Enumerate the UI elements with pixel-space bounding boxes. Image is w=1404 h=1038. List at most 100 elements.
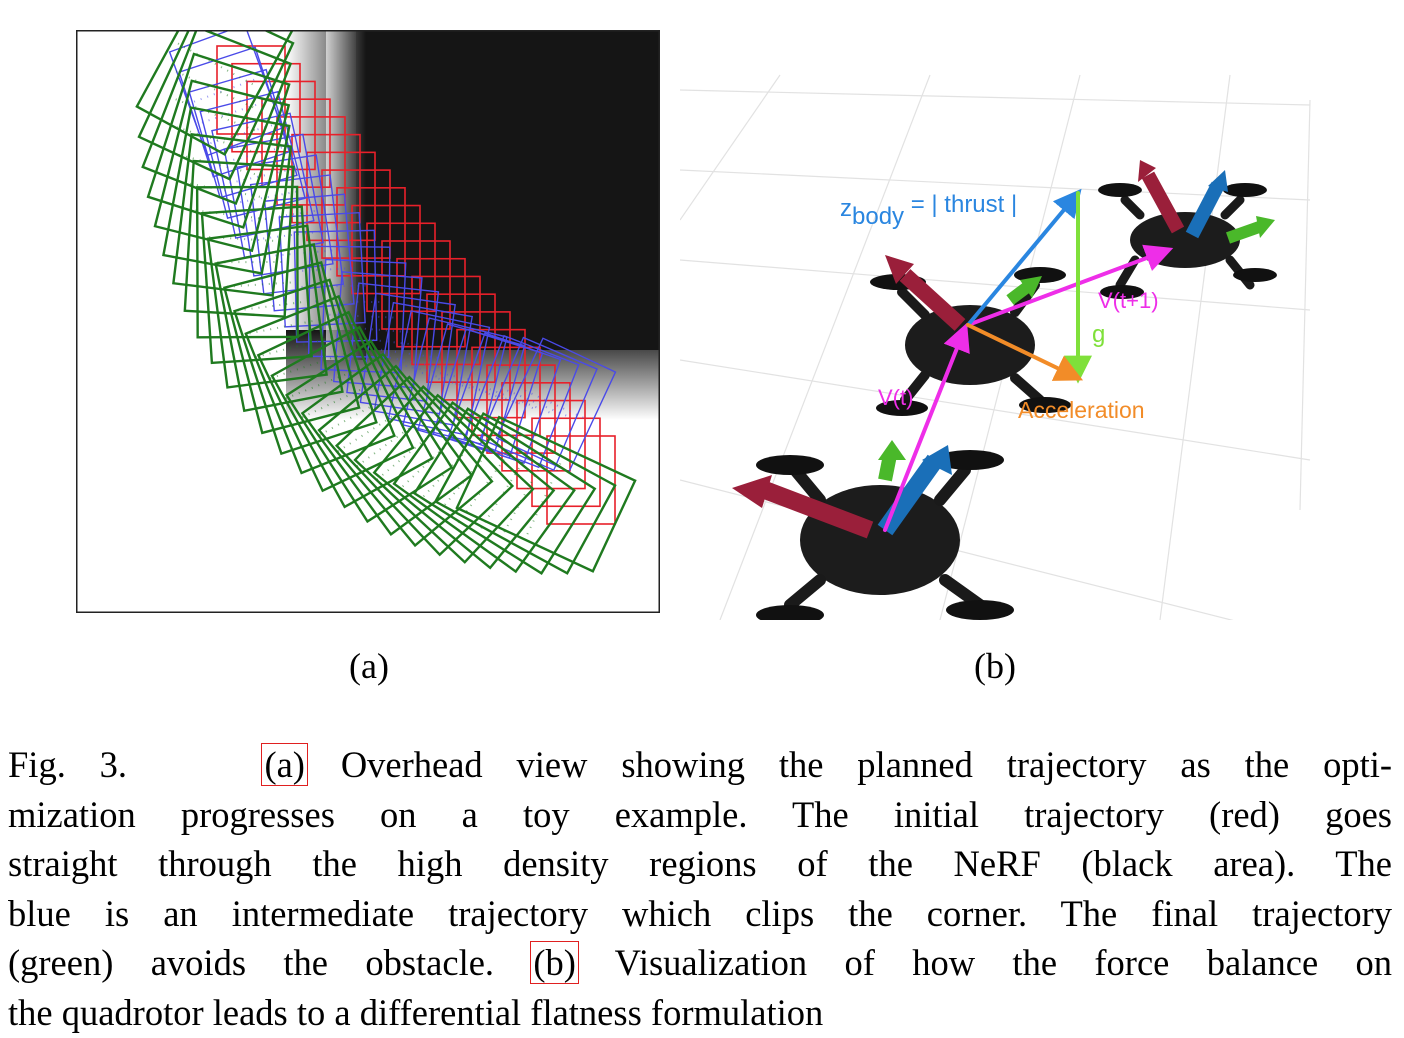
blue-footprint-sample-points	[193, 77, 259, 103]
force-vectors	[883, 188, 1174, 532]
red-footprint	[471, 346, 541, 437]
red-footprint	[231, 62, 301, 153]
green-footprint-sample-points	[295, 381, 376, 422]
caption-line-3: straight through the high density region…	[8, 843, 1392, 884]
green-footprint-sample-points	[175, 70, 257, 110]
trajectory-plot	[76, 30, 660, 613]
obstacle-region	[286, 30, 660, 420]
green-footprint-sample-points	[413, 441, 475, 508]
ref-b-link[interactable]: (b)	[530, 941, 579, 984]
drone-t	[870, 255, 1071, 416]
blue-footprint-sample-points	[201, 100, 267, 124]
blue-footprint	[479, 336, 598, 472]
caption-line-1: Fig. 3. (a) Overhead view showing the pl…	[8, 743, 1393, 786]
blue-footprint	[495, 337, 617, 473]
green-footprint-sample-points	[278, 367, 362, 402]
green-footprint-sample-points	[526, 453, 566, 535]
acceleration-label: Acceleration	[1018, 397, 1145, 423]
green-footprint-sample-points	[435, 446, 493, 517]
blue-footprint-sample-points	[315, 300, 384, 304]
green-footprint-sample-points	[248, 335, 335, 360]
blue-footprint-sample-points	[219, 145, 286, 165]
thrust-arrow	[966, 188, 1082, 327]
caption-line-2: mization progresses on a toy example. Th…	[8, 793, 1392, 835]
green-footprint-sample-points	[331, 406, 407, 456]
blue-footprint	[447, 332, 562, 465]
green-footprint	[334, 375, 515, 557]
green-footprint	[317, 364, 494, 548]
subfigure-label-b: (b)	[974, 646, 1016, 686]
velocity-t-label: V(t)	[878, 385, 913, 410]
green-footprint	[353, 385, 535, 564]
green-footprint-sample-points	[350, 417, 424, 472]
blue-footprint-sample-points	[472, 385, 537, 411]
ref-a-link[interactable]: (a)	[261, 743, 308, 786]
green-footprint	[137, 30, 295, 181]
green-footprint	[392, 400, 576, 574]
green-footprint	[141, 30, 293, 206]
velocity-t-arrow	[883, 322, 970, 532]
green-footprint	[412, 407, 597, 575]
green-footprint-sample-points	[188, 208, 276, 222]
green-footprint	[146, 52, 291, 229]
caption-line-4: blue is an intermediate trajectory which…	[8, 892, 1392, 934]
blue-footprint-sample-points	[251, 209, 319, 222]
blue-footprint-sample-points	[229, 167, 297, 185]
subfigure-label-a: (a)	[349, 646, 389, 686]
figure-caption: Fig. 3. (a) Overhead view showing the pl…	[8, 740, 1392, 1037]
force-balance-diagram: zbody = | thrust | V(t+1) g V(t) Acceler…	[680, 74, 1311, 620]
acceleration-arrow	[966, 323, 1084, 381]
blue-footprint-sample-points	[405, 364, 473, 381]
green-footprint-sample-points	[391, 434, 458, 497]
red-footprint	[351, 204, 421, 295]
green-footprint	[233, 278, 378, 456]
green-footprint-sample-points	[371, 426, 440, 485]
drone-t-minus	[732, 440, 1014, 620]
green-footprint	[455, 415, 637, 573]
drone-t-plus-1	[1098, 160, 1277, 299]
green-footprint	[206, 224, 328, 389]
green-footprint-sample-points	[177, 42, 256, 87]
red-footprint	[546, 435, 616, 525]
blue-footprint-sample-points	[288, 266, 357, 273]
blue-footprint-sample-points	[374, 347, 442, 360]
blue-footprint-sample-points	[524, 389, 588, 421]
green-footprint-sample-points	[182, 181, 270, 200]
green-footprint	[433, 412, 617, 575]
caption-line-5: (green) avoids the obstacle. (b) Visuali…	[8, 941, 1393, 984]
blue-footprint-sample-points	[489, 388, 554, 415]
green-footprint-sample-points	[457, 450, 511, 524]
blue-footprint-sample-points	[421, 371, 489, 391]
blue-footprint-sample-points	[343, 326, 412, 334]
blue-footprint	[387, 310, 491, 436]
blue-footprint-sample-points	[455, 382, 521, 405]
red-footprint	[306, 151, 376, 242]
blue-footprint-sample-points	[329, 313, 398, 319]
green-footprint	[214, 243, 344, 413]
green-footprint-sample-points	[178, 153, 265, 178]
green-footprint-sample-points	[313, 394, 391, 440]
caption-line-6: the quadrotor leads to a differential fl…	[8, 991, 824, 1033]
final-trajectory-green	[135, 30, 637, 575]
red-footprint	[441, 311, 511, 401]
green-footprint-sample-points	[175, 98, 258, 133]
green-footprint-sample-points	[503, 454, 548, 533]
green-footprint-sample-points	[263, 352, 348, 382]
blue-footprint-sample-points	[389, 356, 457, 371]
blue-footprint-sample-points	[358, 337, 427, 347]
blue-footprint	[359, 292, 456, 415]
thrust-label: zbody = | thrust |	[840, 191, 1017, 230]
green-footprint	[172, 133, 293, 297]
blue-footprint-sample-points	[506, 389, 571, 419]
green-footprint	[135, 30, 299, 157]
velocity-t1-arrow	[966, 244, 1174, 327]
green-footprint	[372, 393, 556, 570]
green-footprint	[270, 325, 434, 509]
velocity-t1-label: V(t+1)	[1098, 288, 1159, 313]
green-footprint	[222, 261, 361, 435]
gravity-label: g	[1092, 321, 1105, 348]
green-footprint-sample-points	[176, 126, 261, 156]
green-footprint-sample-points	[235, 318, 323, 337]
blue-footprint	[463, 334, 580, 469]
green-footprint-sample-points	[480, 453, 529, 529]
